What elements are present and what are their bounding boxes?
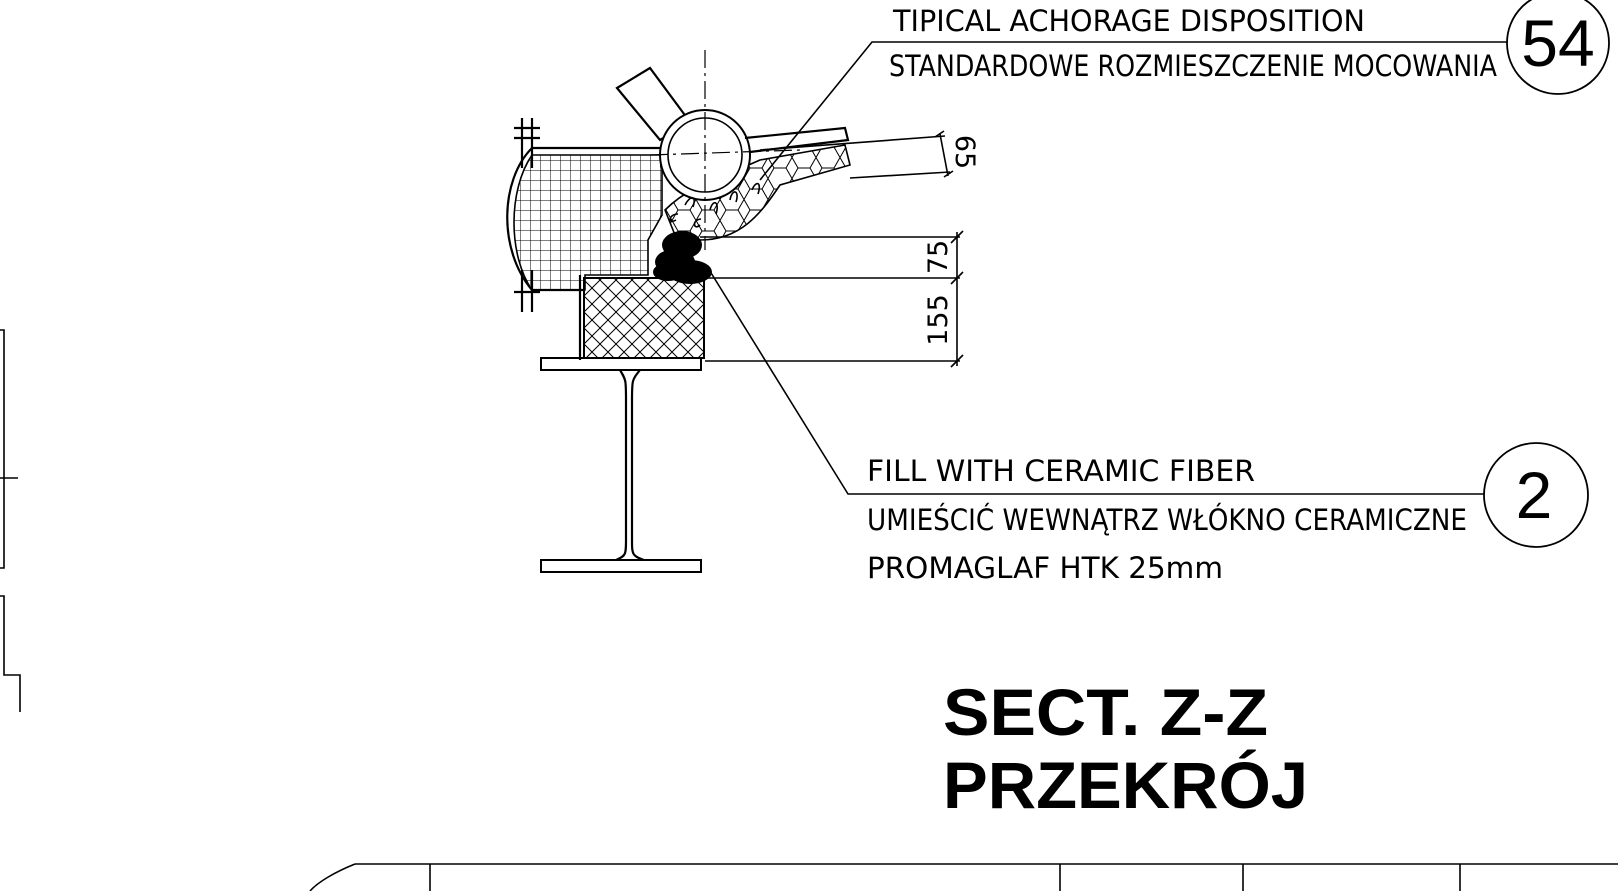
ceramic-fiber-fill (653, 231, 712, 284)
anchor-pipe (615, 50, 850, 250)
callout-number-2: 2 (1516, 458, 1553, 532)
crosshatch-block (583, 277, 705, 359)
section-title-line-1: SECT. Z-Z (943, 675, 1268, 749)
callout-bubble-2 (1483, 442, 1589, 548)
callout-2-line-1: FILL WITH CERAMIC FIBER (867, 454, 1255, 488)
callout-number-54: 54 (1521, 6, 1594, 80)
dimension-65: 65 (949, 135, 980, 169)
dimension-75: 75 (923, 240, 954, 274)
grid-insulation (513, 154, 663, 291)
i-beam (540, 357, 702, 573)
callout-bubble-54 (1506, 0, 1610, 95)
callout-2-line-2: UMIEŚCIĆ WEWNĄTRZ WŁÓKNO CERAMICZNE (867, 503, 1467, 537)
section-title-line-2: PRZEKRÓJ (943, 748, 1308, 822)
title-block-frame (309, 863, 1618, 891)
callout-2-line-3: PROMAGLAF HTK 25mm (867, 551, 1223, 585)
left-border-fragment (0, 329, 21, 712)
dimension-lines (700, 130, 964, 368)
callout-54-line-1: TIPICAL ACHORAGE DISPOSITION (892, 4, 1365, 38)
dimension-155: 155 (923, 294, 954, 346)
callout-54-line-2: STANDARDOWE ROZMIESZCZENIE MOCOWANIA (889, 49, 1497, 83)
fiber-anchors (669, 182, 761, 228)
leader-lines (707, 41, 1508, 495)
